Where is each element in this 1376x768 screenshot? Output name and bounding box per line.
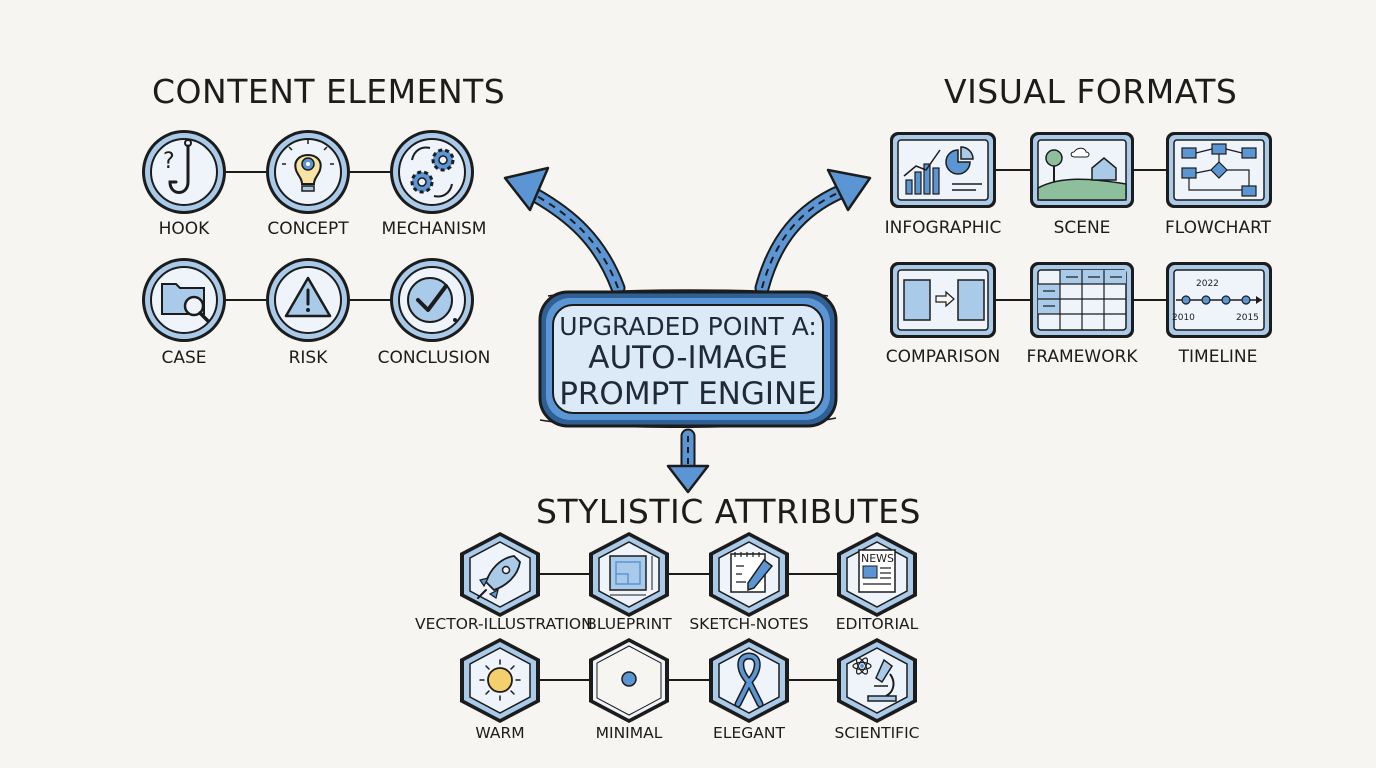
center-title-line1: UPGRADED POINT A: xyxy=(559,312,817,341)
label-framework: FRAMEWORK xyxy=(1026,347,1138,367)
checkmark-icon xyxy=(390,258,474,342)
notepad-pencil-icon xyxy=(709,532,789,617)
arrow-to-visual-formats xyxy=(754,168,872,296)
newspaper-masthead: NEWS xyxy=(861,552,894,565)
dot-icon xyxy=(589,638,669,723)
warning-icon xyxy=(266,258,350,342)
comparison-icon xyxy=(890,262,996,338)
newspaper-icon: NEWS xyxy=(837,532,917,617)
label-hook: HOOK xyxy=(158,219,210,239)
label-conclusion: CONCLUSION xyxy=(377,348,491,368)
stylistic-attributes-title: STYLISTIC ATTRIBUTES xyxy=(536,492,921,531)
landscape-icon xyxy=(1030,132,1134,208)
atom-microscope-icon xyxy=(837,638,917,723)
rocket-icon xyxy=(460,532,540,617)
arrow-to-stylistic-attributes xyxy=(666,428,710,494)
content-elements-connectors xyxy=(226,171,390,301)
infographic-icon xyxy=(890,132,996,208)
timeline-year-left: 2010 xyxy=(1172,313,1195,323)
label-scientific: SCIENTIFIC xyxy=(834,724,920,742)
label-concept: CONCEPT xyxy=(267,219,349,239)
sun-icon xyxy=(460,638,540,723)
label-editorial: EDITORIAL xyxy=(835,615,919,633)
content-elements-title: CONTENT ELEMENTS xyxy=(152,72,506,111)
ribbon-icon xyxy=(709,638,789,723)
timeline-year-top: 2022 xyxy=(1196,279,1219,289)
folder-magnifier-icon xyxy=(142,258,226,342)
label-infographic: INFOGRAPHIC xyxy=(884,218,1002,238)
timeline-icon: 2022 2010 2015 xyxy=(1166,262,1272,338)
table-grid-icon xyxy=(1030,262,1134,338)
label-flowchart: FLOWCHART xyxy=(1164,218,1272,238)
flowchart-icon xyxy=(1166,132,1272,208)
label-comparison: COMPARISON xyxy=(885,347,1001,367)
label-blueprint: BLUEPRINT xyxy=(586,615,672,633)
timeline-year-right: 2015 xyxy=(1236,313,1259,323)
visual-formats-connectors xyxy=(996,169,1166,301)
label-scene: SCENE xyxy=(1053,218,1111,238)
label-timeline: TIMELINE xyxy=(1178,347,1258,367)
blueprint-icon xyxy=(589,532,669,617)
hook-icon: ? xyxy=(142,130,226,214)
label-sketch-notes: SKETCH-NOTES xyxy=(689,615,809,633)
label-minimal: MINIMAL xyxy=(595,724,663,742)
arrow-to-content-elements xyxy=(503,166,626,296)
label-warm: WARM xyxy=(475,724,525,742)
svg-text:?: ? xyxy=(163,149,175,174)
center-node xyxy=(538,289,838,428)
label-risk: RISK xyxy=(288,348,328,368)
gears-icon xyxy=(390,130,474,214)
lightbulb-gear-icon xyxy=(266,130,350,214)
center-title-line3: PROMPT ENGINE xyxy=(559,376,817,412)
label-mechanism: MECHANISM xyxy=(381,219,487,239)
center-title-line2: AUTO-IMAGE xyxy=(588,340,788,376)
visual-formats-title: VISUAL FORMATS xyxy=(944,72,1238,111)
stylistic-attributes-connectors xyxy=(540,573,838,681)
label-case: CASE xyxy=(161,348,207,368)
label-elegant: ELEGANT xyxy=(713,724,785,742)
label-vector-illustration: VECTOR-ILLUSTRATION xyxy=(415,615,593,633)
